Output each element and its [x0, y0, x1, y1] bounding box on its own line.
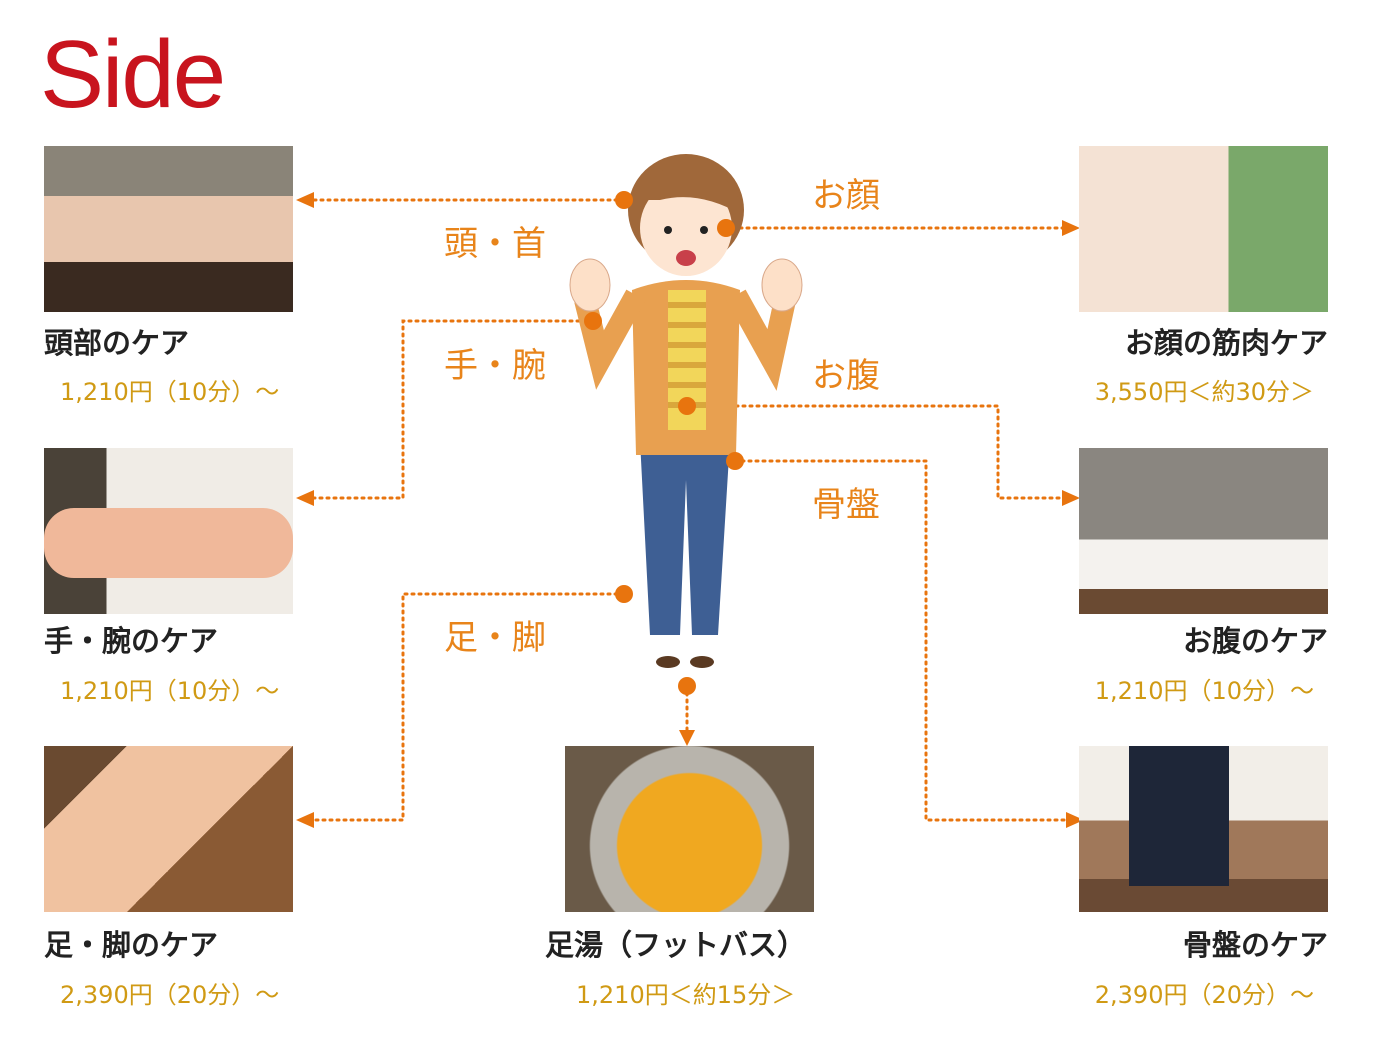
head-care-photo [44, 146, 293, 312]
menu-title-foot-bath: 足湯（フットバス） [545, 928, 807, 962]
foot-bath-photo [565, 746, 814, 912]
pelvis-care-photo [1079, 746, 1328, 912]
label-head: 頭・首 [444, 224, 546, 264]
menu-price-pelvis: 2,390円（20分）～ [1094, 981, 1314, 1009]
menu-price-belly: 1,210円（10分）～ [1094, 677, 1314, 705]
menu-price-hand: 1,210円（10分）～ [60, 677, 280, 705]
label-pelvis: 骨盤 [812, 485, 880, 525]
menu-price-face: 3,550円＜約30分＞ [1094, 378, 1314, 406]
menu-title-leg: 足・脚のケア [44, 928, 219, 962]
face-care-photo [1079, 146, 1328, 312]
leg-care-photo [44, 746, 293, 912]
menu-price-foot-bath: 1,210円＜約15分＞ [576, 981, 796, 1009]
label-face: お顔 [812, 176, 880, 216]
woman-illustration [569, 154, 803, 668]
label-hand: 手・腕 [444, 346, 546, 386]
label-belly: お腹 [812, 356, 880, 396]
menu-title-belly: お腹のケア [1182, 624, 1328, 658]
menu-title-face: お顔の筋肉ケア [1124, 326, 1328, 360]
side-logo: Side [40, 21, 226, 128]
hand-care-photo [44, 448, 293, 614]
menu-title-head: 頭部のケア [44, 326, 190, 360]
menu-title-pelvis: 骨盤のケア [1182, 928, 1328, 962]
menu-title-hand: 手・腕のケア [44, 624, 219, 658]
label-leg: 足・脚 [444, 618, 546, 658]
belly-care-photo [1079, 448, 1328, 614]
menu-price-head: 1,210円（10分）～ [60, 378, 280, 406]
menu-price-leg: 2,390円（20分）～ [60, 981, 280, 1009]
